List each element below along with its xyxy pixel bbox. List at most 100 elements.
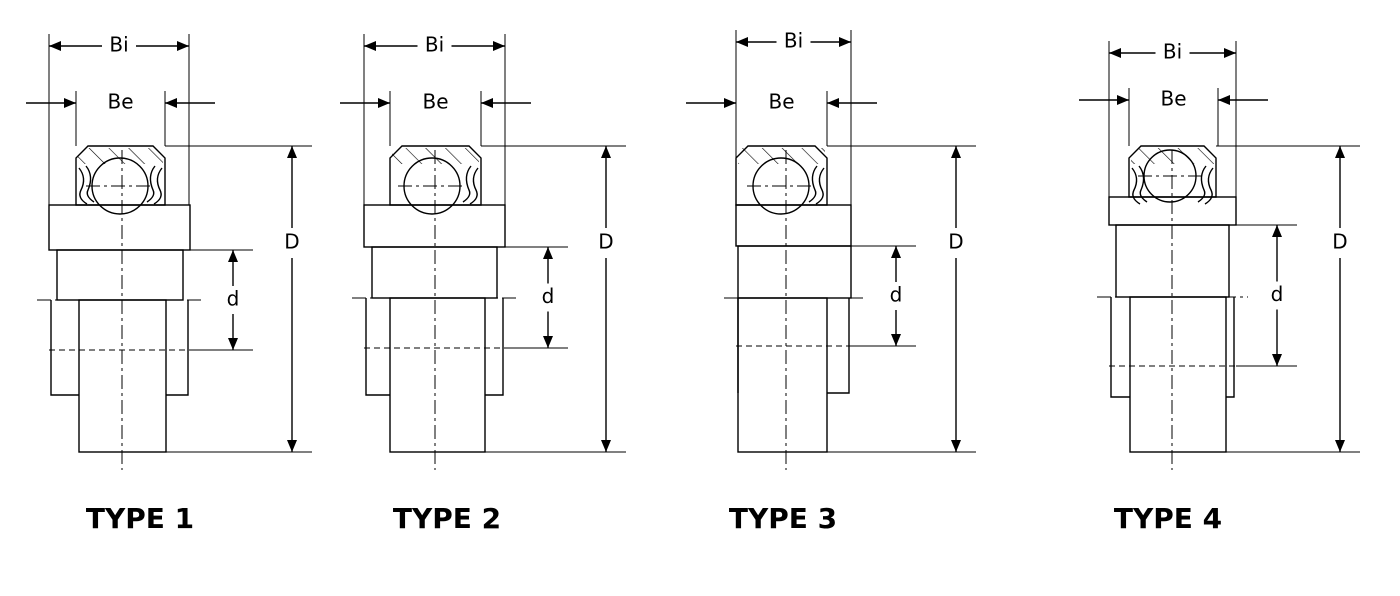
dimension-bi: Bi: [735, 29, 852, 205]
shaft: [1129, 296, 1227, 453]
arrowhead: [481, 98, 493, 108]
dimension-d: d: [505, 246, 568, 349]
seal-left: [78, 167, 88, 205]
dimension-d: d: [1236, 224, 1297, 367]
dimension-D: D: [481, 145, 626, 453]
label-D: D: [1332, 230, 1347, 254]
seal-right: [1204, 167, 1214, 205]
arrowhead: [378, 98, 390, 108]
arrowhead: [228, 338, 238, 350]
inner-ring: [48, 204, 191, 251]
label-D: D: [284, 230, 299, 254]
arrowhead: [951, 440, 961, 452]
arrowhead: [724, 98, 736, 108]
arrowhead: [1335, 146, 1345, 158]
outer-ring: [389, 145, 482, 215]
dimension-be: Be: [340, 90, 531, 146]
arrowhead: [1272, 225, 1282, 237]
label-D: D: [948, 230, 963, 254]
arrowhead: [543, 336, 553, 348]
label-bi: Bi: [109, 33, 128, 57]
seal-left: [1131, 167, 1141, 205]
arrowhead: [891, 246, 901, 258]
arrowhead: [1224, 48, 1236, 58]
outer-ring-hatch: [738, 148, 825, 164]
arrowhead: [165, 98, 177, 108]
arrowhead: [951, 146, 961, 158]
seal-right: [815, 167, 825, 205]
type-label: TYPE 4: [1114, 502, 1222, 535]
label-be: Be: [422, 90, 448, 114]
seal-right: [469, 167, 479, 205]
arrowhead: [601, 440, 611, 452]
arrowhead: [1109, 48, 1121, 58]
arrowhead: [1218, 95, 1230, 105]
arrowhead: [736, 37, 748, 47]
bearing-body: [352, 150, 517, 470]
type-label: TYPE 1: [86, 502, 194, 535]
label-d: d: [227, 287, 240, 311]
dimension-D: D: [165, 145, 312, 453]
shaft: [737, 297, 828, 453]
dimension-d: d: [851, 245, 916, 347]
sleeve-outline: [50, 300, 189, 396]
seal-right: [146, 165, 156, 203]
label-d: d: [890, 283, 903, 307]
outer-ring-hatch: [78, 148, 163, 164]
dimension-be: Be: [26, 90, 215, 146]
dimension-D: D: [1216, 145, 1360, 453]
seal-right: [462, 165, 472, 203]
arrowhead: [493, 41, 505, 51]
seal-left: [85, 165, 95, 203]
dimension-d: d: [190, 249, 253, 351]
inner-ring-hatch: [48, 204, 191, 251]
arrowhead: [287, 440, 297, 452]
label-D: D: [598, 230, 613, 254]
seal-right: [1197, 165, 1207, 203]
sleeve-outline: [737, 298, 850, 394]
sleeve-outline: [365, 298, 504, 396]
dimension-bi: Bi: [363, 33, 506, 205]
arrowhead: [827, 98, 839, 108]
type-label: TYPE 3: [729, 502, 837, 535]
arrowhead: [1117, 95, 1129, 105]
label-be: Be: [107, 90, 133, 114]
outer-ring: [735, 145, 828, 215]
arrowhead: [891, 334, 901, 346]
hub: [56, 249, 184, 301]
bearing-body: [1097, 150, 1248, 470]
arrowhead: [228, 250, 238, 262]
arrowhead: [543, 247, 553, 259]
dimension-D: D: [827, 145, 976, 453]
arrowhead: [364, 41, 376, 51]
arrowhead: [1335, 440, 1345, 452]
label-d: d: [1271, 282, 1284, 306]
label-be: Be: [768, 90, 794, 114]
label-d: d: [542, 284, 555, 308]
bearing-body: [37, 150, 202, 470]
dimension-be: Be: [686, 90, 877, 146]
arrowhead: [64, 98, 76, 108]
label-bi: Bi: [1163, 40, 1182, 64]
shaft: [389, 297, 486, 453]
label-bi: Bi: [784, 29, 803, 53]
seal-right: [808, 165, 818, 203]
bearing-body: [724, 150, 863, 470]
arrowhead: [601, 146, 611, 158]
label-be: Be: [1160, 87, 1186, 111]
hub: [737, 245, 852, 299]
seal-left: [1138, 165, 1148, 203]
dimension-bi: Bi: [1108, 40, 1237, 205]
dimension-bi: Bi: [48, 33, 190, 205]
arrowhead: [177, 41, 189, 51]
sleeve-outline: [1110, 297, 1235, 398]
arrowhead: [287, 146, 297, 158]
type-label: TYPE 2: [393, 502, 501, 535]
arrowhead: [1272, 354, 1282, 366]
arrowhead: [49, 41, 61, 51]
